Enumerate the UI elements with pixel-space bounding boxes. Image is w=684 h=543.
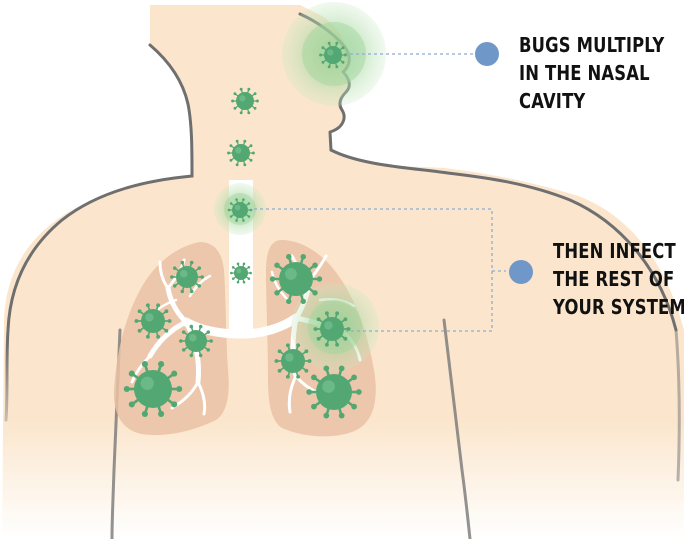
callout-line: THE REST OF <box>553 267 675 291</box>
virus-icon <box>179 324 213 358</box>
virus-icon <box>227 139 255 167</box>
callout-line: THEN INFECT <box>553 239 676 263</box>
virus-icon <box>123 361 183 417</box>
shoulder-right-outline <box>329 148 678 332</box>
callout-line: BUGS MULTIPLY <box>519 33 665 57</box>
virus-icon <box>227 198 253 222</box>
side-right-outline <box>674 328 681 482</box>
callout-line: CAVITY <box>519 89 586 113</box>
virus-icon <box>313 311 351 347</box>
virus-icon <box>231 87 259 115</box>
callout-line: YOUR SYSTEM <box>553 295 684 319</box>
virus-icon <box>269 253 323 305</box>
virus-icon <box>134 303 172 339</box>
virus-layer <box>123 41 362 419</box>
virus-icon <box>319 41 347 69</box>
callout-nasal-text: BUGS MULTIPLY IN THE NASAL CAVITY <box>519 31 664 115</box>
callout-line: IN THE NASAL <box>519 61 650 85</box>
callout-system-text: THEN INFECT THE REST OF YOUR SYSTEM <box>553 237 684 321</box>
callout-dot-icon <box>475 42 499 66</box>
virus-icon <box>170 260 204 294</box>
arm-right-outline <box>442 318 472 541</box>
neck-left-outline <box>4 43 194 422</box>
virus-icon <box>230 262 252 284</box>
virus-icon <box>306 365 362 419</box>
leader-lines <box>254 53 506 332</box>
virus-icon <box>274 343 312 379</box>
callout-dot-icon <box>509 260 533 284</box>
